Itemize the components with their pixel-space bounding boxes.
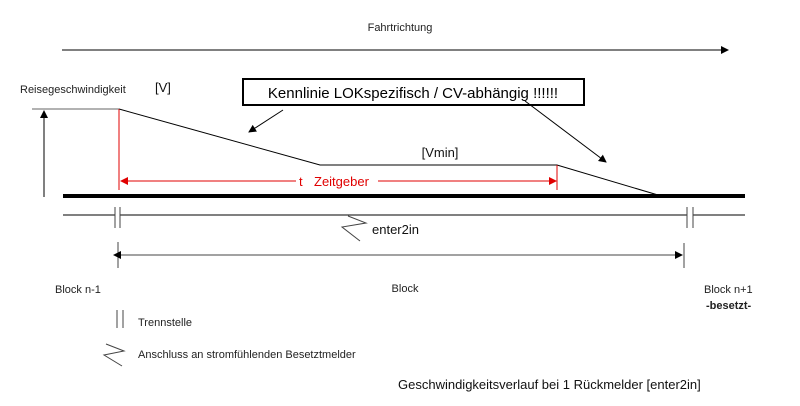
vmin-label: [Vmin]: [422, 145, 459, 160]
speed-curve: [118, 108, 659, 196]
legend-separator-icon: [116, 310, 124, 328]
v-label: [V]: [155, 80, 171, 95]
direction-label: Fahrtrichtung: [368, 22, 433, 34]
note-arrow-left: [248, 109, 284, 133]
legend-connection-label: Anschluss an stromfühlenden Besetztmelde…: [138, 349, 356, 361]
timer-t: t: [299, 174, 303, 189]
note-arrow-right: [524, 100, 607, 163]
caption: Geschwindigkeitsverlauf bei 1 Rückmelder…: [398, 377, 701, 392]
cruise-speed-label: Reisegeschwindigkeit: [20, 84, 126, 96]
connection-zigzag-icon: [340, 215, 368, 242]
block-next-label: Block n+1: [704, 284, 753, 296]
block-prev-label: Block n-1: [55, 284, 101, 296]
legend-separator-label: Trennstelle: [138, 317, 192, 329]
curve-note: Kennlinie LOKspezifisch / CV-abhängig !!…: [268, 85, 558, 102]
timer-label: Zeitgeber: [314, 174, 370, 189]
block-next-status: -besetzt-: [706, 300, 752, 312]
sensor-label: enter2in: [372, 222, 419, 237]
legend-connection-icon: [102, 343, 126, 367]
curve-note-box: [242, 78, 585, 106]
separator-icon: [686, 207, 694, 228]
block-current-label: Block: [392, 283, 419, 295]
separator-icon: [114, 207, 121, 228]
